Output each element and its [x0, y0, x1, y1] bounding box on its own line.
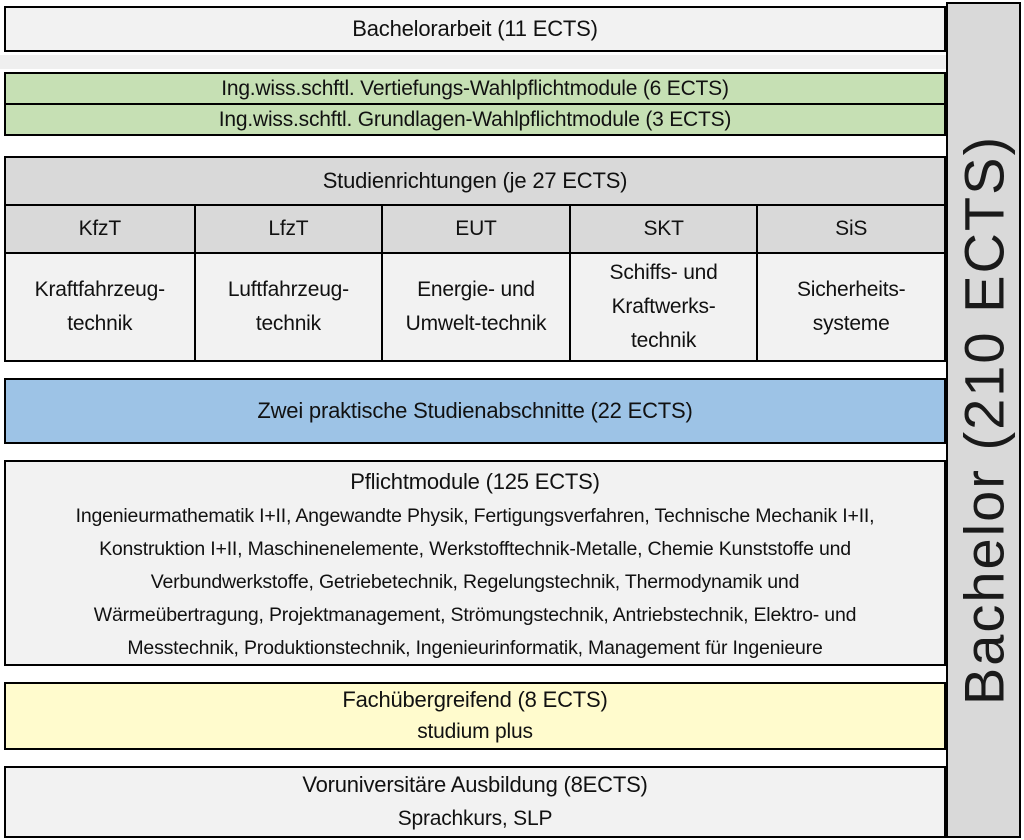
column-name-skt: Schiffs- und Kraftwerks- technik [568, 254, 757, 360]
column-abbr-skt: SKT [568, 206, 757, 252]
pflichtmodule-box: Pflichtmodule (125 ECTS) Ingenieurmathem… [4, 460, 946, 666]
spacer-band [0, 55, 946, 69]
wahlpflichtmodule-group: Ing.wiss.schftl. Vertiefungs-Wahlpflicht… [4, 72, 946, 136]
pflichtmodule-title: Pflichtmodule (125 ECTS) [350, 469, 600, 494]
vertiefungs-wahlpflicht-box: Ing.wiss.schftl. Vertiefungs-Wahlpflicht… [6, 74, 944, 103]
praktische-studienabschnitte-label: Zwei praktische Studienabschnitte (22 EC… [257, 398, 693, 423]
bachelor-total-sidebar: Bachelor (210 ECTS) [946, 2, 1021, 838]
column-abbr-eut: EUT [381, 206, 569, 252]
studienrichtungen-header: Studienrichtungen (je 27 ECTS) [6, 158, 944, 206]
column-name-lfzt: Luftfahrzeug- technik [193, 254, 382, 360]
column-name-sis: Sicherheits- systeme [756, 254, 944, 360]
bachelor-total-label: Bachelor (210 ECTS) [952, 134, 1015, 706]
fachuebergreifend-subtitle: studium plus [417, 720, 533, 743]
grundlagen-wahlpflicht-label: Ing.wiss.schftl. Grundlagen-Wahlpflichtm… [218, 107, 732, 131]
voruniversitaere-ausbildung-box: Voruniversitäre Ausbildung (8ECTS) Sprac… [4, 766, 946, 838]
column-name-eut: Energie- und Umwelt-technik [381, 254, 569, 360]
vertiefungs-wahlpflicht-label: Ing.wiss.schftl. Vertiefungs-Wahlpflicht… [221, 76, 729, 100]
studienrichtungen-name-row: Kraftfahrzeug- technik Luftfahrzeug- tec… [6, 254, 944, 360]
column-abbr-sis: SiS [756, 206, 944, 252]
studienrichtungen-abbr-row: KfzT LfzT EUT SKT SiS [6, 206, 944, 254]
fachuebergreifend-box: Fachübergreifend (8 ECTS) studium plus [4, 682, 946, 750]
studienrichtungen-table: Studienrichtungen (je 27 ECTS) KfzT LfzT… [4, 156, 946, 362]
fachuebergreifend-title: Fachübergreifend (8 ECTS) [342, 687, 608, 712]
bachelorarbeit-label: Bachelorarbeit (11 ECTS) [352, 16, 598, 41]
pflichtmodule-module-list: Ingenieurmathematik I+II, Angewandte Phy… [75, 505, 875, 659]
column-abbr-kfzt: KfzT [6, 206, 194, 252]
praktische-studienabschnitte-box: Zwei praktische Studienabschnitte (22 EC… [4, 378, 946, 444]
column-abbr-lfzt: LfzT [193, 206, 382, 252]
column-name-kfzt: Kraftfahrzeug- technik [6, 254, 194, 360]
voruniversitaere-ausbildung-title: Voruniversitäre Ausbildung (8ECTS) [302, 772, 648, 797]
studienrichtungen-title: Studienrichtungen (je 27 ECTS) [322, 168, 628, 193]
voruniversitaere-ausbildung-subtitle: Sprachkurs, SLP [397, 807, 553, 830]
bachelorarbeit-box: Bachelorarbeit (11 ECTS) [4, 6, 946, 52]
grundlagen-wahlpflicht-box: Ing.wiss.schftl. Grundlagen-Wahlpflichtm… [6, 103, 944, 134]
